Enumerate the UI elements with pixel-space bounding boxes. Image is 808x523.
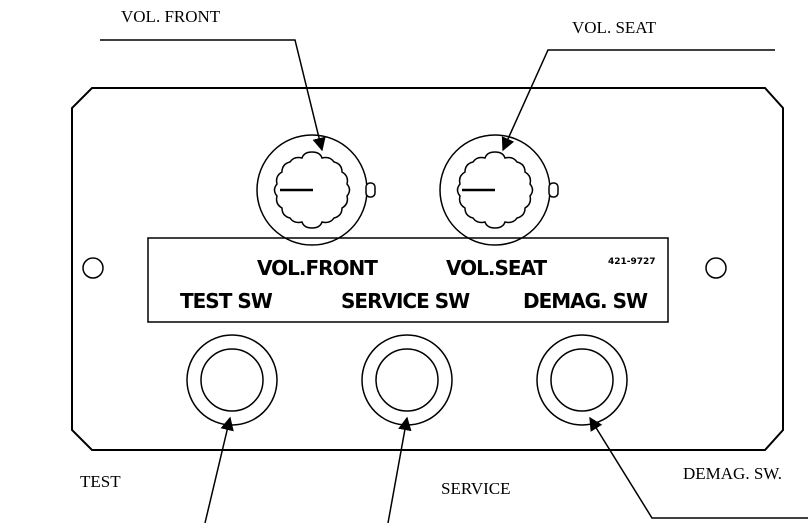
vol-front-tab (365, 182, 376, 198)
leader-test (204, 416, 234, 523)
test-switch-button[interactable] (186, 334, 278, 426)
callout-test: TEST (80, 472, 121, 491)
vol-seat-tab (548, 182, 559, 198)
mounting-hole-right (705, 257, 727, 279)
leader-vol-seat (501, 49, 775, 152)
mounting-hole-left (82, 257, 104, 279)
vol-front-knob[interactable] (256, 134, 376, 246)
panel-label-vol-seat: VOL.SEAT (446, 256, 547, 280)
callout-service: SERVICE (441, 479, 510, 498)
panel-label-demag-sw: DEMAG. SW (523, 289, 648, 313)
panel-label-test-sw: TEST SW (180, 289, 273, 313)
panel-outline (71, 87, 784, 451)
leader-demag (589, 416, 808, 519)
panel-label-vol-front: VOL.FRONT (257, 256, 378, 280)
callout-demag: DEMAG. SW. (683, 464, 782, 483)
leader-vol-front (100, 39, 326, 152)
part-number: 421-9727 (608, 257, 656, 267)
panel-label-service-sw: SERVICE SW (341, 289, 470, 313)
leader-service (387, 416, 412, 523)
service-switch-button[interactable] (361, 334, 453, 426)
demag-switch-button[interactable] (536, 334, 628, 426)
vol-seat-knob[interactable] (439, 134, 559, 246)
label-plate (147, 237, 669, 323)
callout-vol-seat: VOL. SEAT (572, 18, 657, 37)
callout-vol-front: VOL. FRONT (121, 7, 221, 26)
